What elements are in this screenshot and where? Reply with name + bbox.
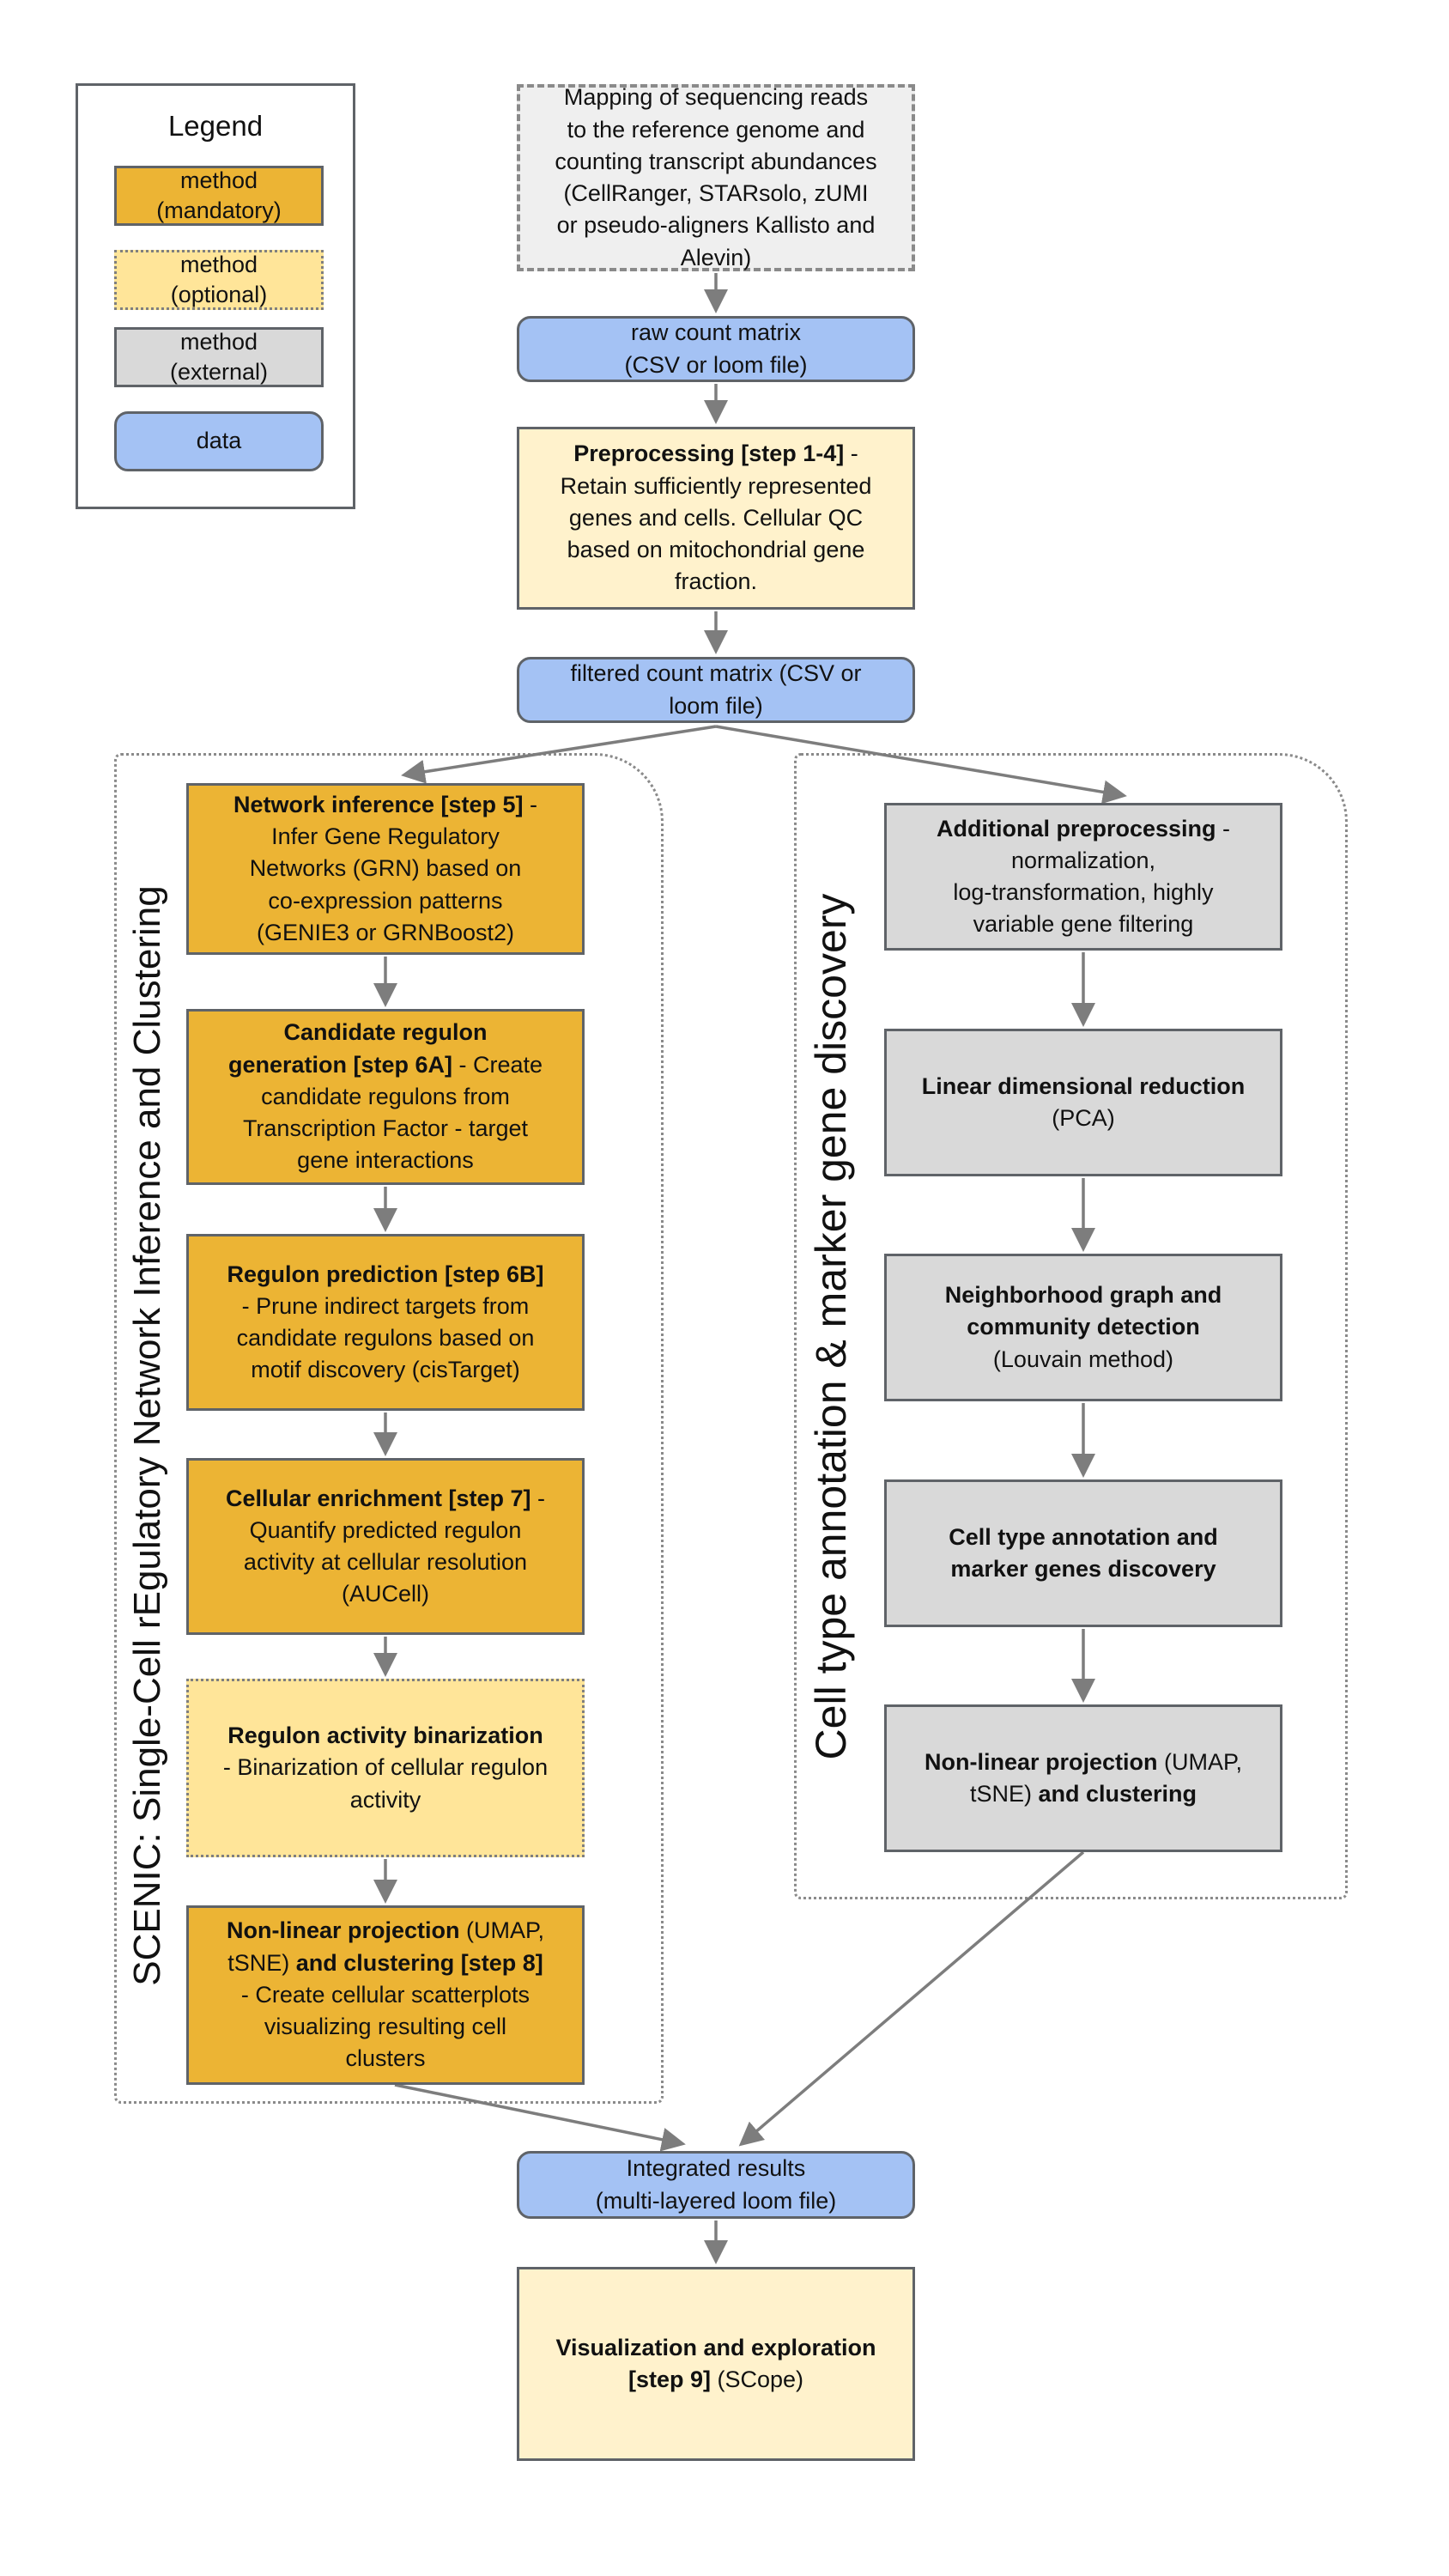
- arrow-right-to-integrated: [738, 1850, 1085, 2147]
- node-nonlinear-projection-clustering-left: Non-linear projection (UMAP, tSNE) and c…: [186, 1905, 585, 2085]
- right-branch-label: Cell type annotation & marker gene disco…: [807, 893, 855, 1760]
- legend: Legend method (mandatory) method (option…: [76, 83, 355, 509]
- node-raw-count-matrix: raw count matrix (CSV or loom file): [517, 316, 915, 382]
- legend-item-method-external: method (external): [114, 327, 324, 387]
- node-regulon-activity-binarization: Regulon activity binarization - Binariza…: [186, 1679, 585, 1857]
- legend-item-method-mandatory: method (mandatory): [114, 166, 324, 226]
- arrow-filtered-to-additional-preprocessing: [715, 725, 1127, 805]
- node-cell-type-annotation-marker-genes: Cell type annotation and marker genes di…: [884, 1479, 1282, 1627]
- node-linear-dimensional-reduction: Linear dimensional reduction (PCA): [884, 1029, 1282, 1176]
- legend-title: Legend: [167, 110, 264, 142]
- node-cellular-enrichment: Cellular enrichment [step 7] - Quantify …: [186, 1458, 585, 1635]
- legend-item-method-optional: method (optional): [114, 250, 324, 310]
- node-candidate-regulon-generation: Candidate regulon generation [step 6A] -…: [186, 1009, 585, 1185]
- right-branch-container: [794, 753, 1348, 1899]
- left-branch-label: SCENIC: Single-Cell rEgulatory Network I…: [126, 885, 168, 1986]
- node-additional-preprocessing: Additional preprocessing - normalization…: [884, 803, 1282, 951]
- node-filtered-count-matrix: filtered count matrix (CSV or loom file): [517, 657, 915, 723]
- legend-item-data: data: [114, 411, 324, 471]
- node-network-inference: Network inference [step 5] - Infer Gene …: [186, 783, 585, 955]
- node-integrated-results: Integrated results (multi-layered loom f…: [517, 2151, 915, 2219]
- node-visualization-exploration: Visualization and exploration [step 9] (…: [517, 2267, 915, 2461]
- node-neighborhood-graph-community-detection: Neighborhood graph and community detecti…: [884, 1254, 1282, 1401]
- node-mapping-external: Mapping of sequencing reads to the refer…: [517, 84, 915, 271]
- arrow-filtered-to-network-inference: [401, 725, 717, 784]
- node-preprocessing: Preprocessing [step 1-4] - Retain suffic…: [517, 427, 915, 610]
- left-branch-container: [114, 753, 664, 2104]
- arrow-left-to-integrated: [394, 2083, 686, 2152]
- node-nonlinear-projection-clustering-right: Non-linear projection (UMAP, tSNE) and c…: [884, 1704, 1282, 1852]
- node-regulon-prediction: Regulon prediction [step 6B] - Prune ind…: [186, 1234, 585, 1411]
